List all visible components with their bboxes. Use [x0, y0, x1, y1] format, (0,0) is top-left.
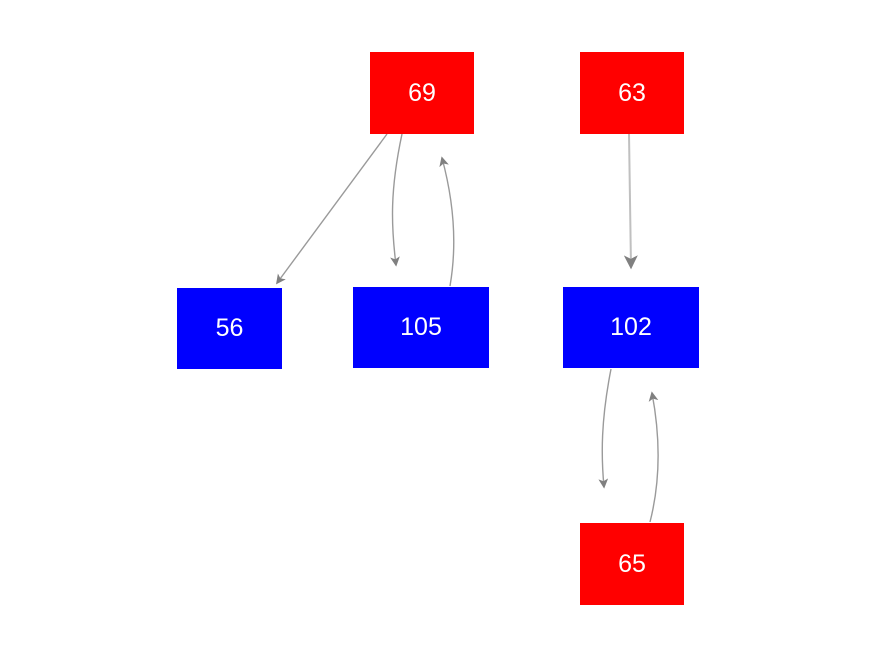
- node-label: 105: [400, 313, 442, 341]
- edge-102-to-65: [598, 368, 612, 489]
- node-label: 56: [215, 314, 244, 342]
- node-label: 69: [408, 78, 436, 107]
- edge-65-to-102: [648, 391, 659, 523]
- edge-105-to-69: [439, 156, 455, 287]
- node-label: 65: [618, 549, 646, 578]
- graph-node-105[interactable]: 105: [353, 287, 489, 368]
- graph-node-65[interactable]: 65: [580, 523, 684, 605]
- edge-69-to-56: [276, 133, 388, 285]
- graph-node-63[interactable]: 63: [580, 52, 684, 134]
- edge-69-to-105: [390, 133, 403, 267]
- edge-63-to-102: [623, 133, 638, 270]
- graph-node-56[interactable]: 56: [177, 288, 282, 369]
- graph-node-102[interactable]: 102: [563, 287, 699, 368]
- node-label: 102: [610, 313, 652, 341]
- node-label: 63: [618, 78, 646, 107]
- graph-node-69[interactable]: 69: [370, 52, 474, 134]
